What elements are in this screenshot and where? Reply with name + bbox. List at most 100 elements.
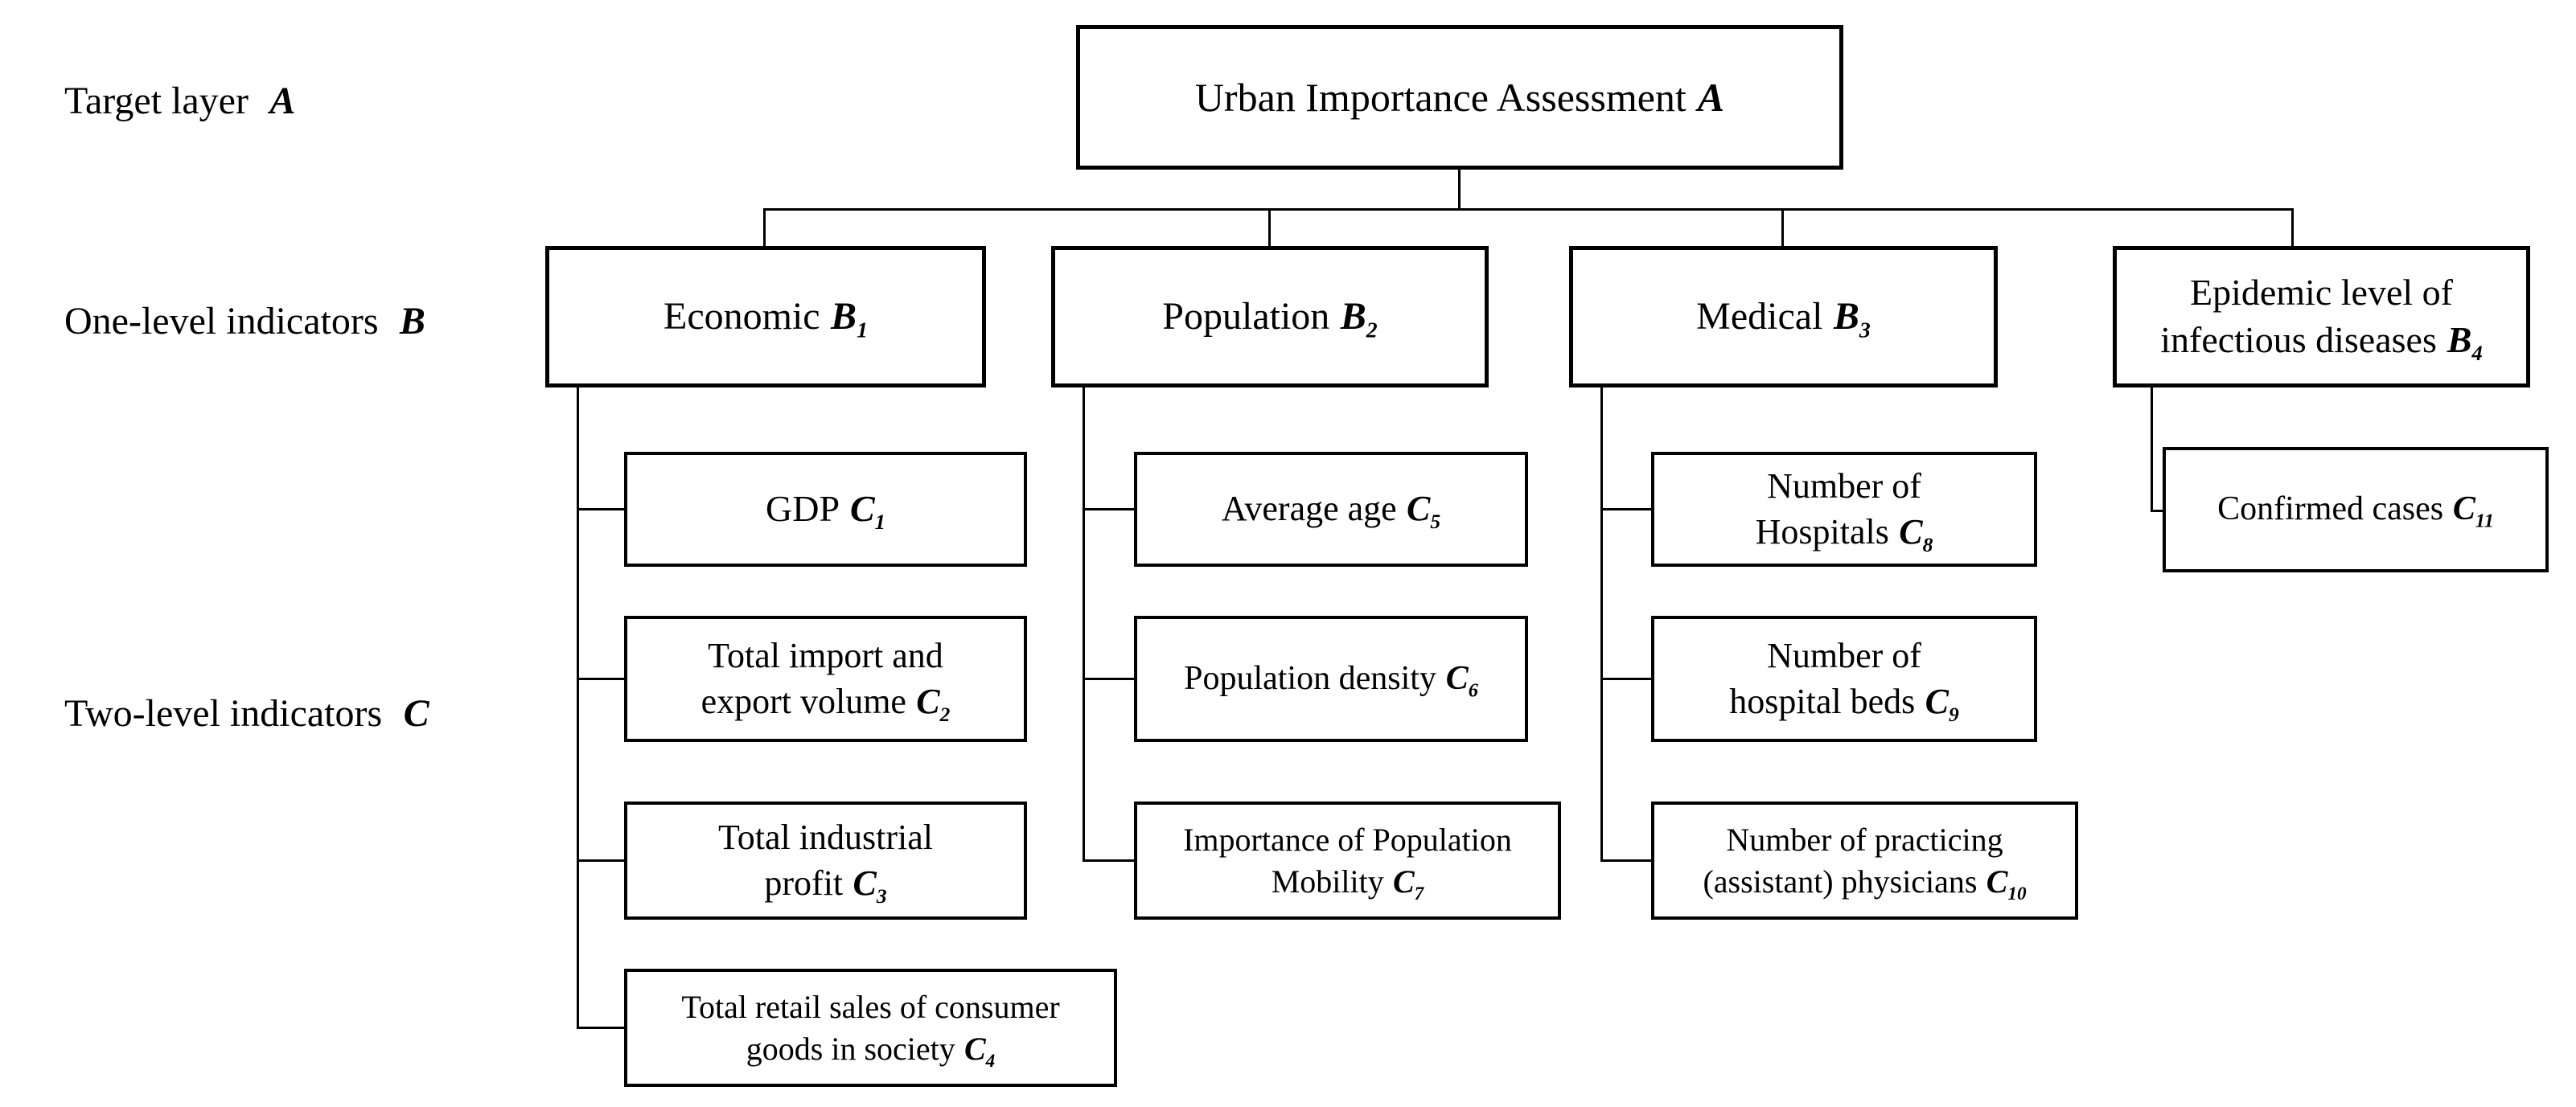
node-c6-text: Population density bbox=[1184, 659, 1436, 697]
connector-a-stem bbox=[1458, 170, 1461, 210]
node-c9-symbol: C9 bbox=[1925, 681, 1959, 726]
connector-stub-c4 bbox=[577, 1027, 627, 1029]
node-c10-symbol: C10 bbox=[1986, 863, 2027, 904]
node-b4-text: Epidemic level of bbox=[2189, 272, 2453, 314]
node-b3-text: Medical bbox=[1696, 295, 1823, 338]
layer-label-target-symbol: A bbox=[269, 80, 296, 122]
node-c5-text: Average age bbox=[1221, 489, 1397, 529]
node-b4-sub: 4 bbox=[2471, 341, 2483, 366]
node-c10: Number of practicing (assistant) physici… bbox=[1651, 802, 2078, 920]
node-c10-text: Number of practicing bbox=[1726, 822, 2003, 859]
layer-label-two-level-symbol: C bbox=[403, 692, 429, 735]
connector-stub-c2 bbox=[577, 678, 627, 680]
layer-label-one-level: One-level indicators B bbox=[64, 299, 425, 343]
node-b1-symbol: B1 bbox=[831, 295, 868, 343]
layer-label-one-level-text: One-level indicators bbox=[64, 300, 379, 342]
node-b2-sub: 2 bbox=[1366, 318, 1378, 343]
connector-stub-c1 bbox=[577, 508, 627, 510]
node-b2-symbol: B2 bbox=[1340, 295, 1378, 343]
connector-stub-c11 bbox=[2151, 510, 2165, 512]
node-c2-text: Total import and bbox=[708, 636, 943, 676]
node-c9-text: Number of bbox=[1767, 636, 1921, 676]
connector-economic-vline bbox=[577, 386, 579, 1029]
connector-stub-c8 bbox=[1600, 508, 1654, 510]
connector-drop-b4 bbox=[2291, 208, 2294, 246]
node-c7-sub: 7 bbox=[1414, 883, 1424, 904]
node-c3-sub: 3 bbox=[876, 884, 887, 908]
layer-label-one-level-symbol: B bbox=[399, 300, 425, 342]
connector-drop-b3 bbox=[1781, 208, 1784, 246]
node-c5-sub: 5 bbox=[1430, 510, 1441, 534]
node-c9-sub: 9 bbox=[1948, 702, 1959, 726]
node-c4-sub: 4 bbox=[985, 1050, 996, 1072]
node-c5-symbol: C5 bbox=[1407, 489, 1441, 534]
node-c4-symbol: C4 bbox=[963, 1030, 996, 1072]
node-b4-symbol: B4 bbox=[2447, 319, 2483, 366]
node-c6-symbol: C6 bbox=[1445, 659, 1478, 702]
node-c11-symbol: C11 bbox=[2452, 490, 2494, 532]
connector-stub-c6 bbox=[1083, 678, 1136, 680]
node-a-text: Urban Importance Assessment bbox=[1194, 75, 1687, 120]
connector-stub-c7 bbox=[1083, 859, 1136, 862]
node-c3-symbol: C3 bbox=[853, 863, 887, 908]
node-b3-sub: 3 bbox=[1859, 318, 1871, 343]
node-c4-text: Total retail sales of consumer bbox=[681, 989, 1060, 1026]
layer-label-target-text: Target layer bbox=[64, 80, 249, 122]
connector-epidemic-vline bbox=[2151, 386, 2153, 512]
node-b1-sub: 1 bbox=[857, 318, 868, 343]
connector-stub-c9 bbox=[1600, 678, 1654, 680]
node-c2-sub: 2 bbox=[939, 702, 951, 726]
connector-drop-b2 bbox=[1268, 208, 1271, 246]
connector-medical-vline bbox=[1600, 386, 1603, 862]
node-c11-text: Confirmed cases bbox=[2217, 490, 2444, 528]
connector-stub-c3 bbox=[577, 859, 627, 862]
node-c10-label: Number of practicing (assistant) physici… bbox=[1703, 822, 2027, 904]
connector-stub-c10 bbox=[1600, 859, 1654, 862]
connector-drop-b1 bbox=[763, 208, 766, 246]
connector-level1-hline bbox=[763, 208, 2294, 211]
node-c4-label: Total retail sales of consumer goods in … bbox=[681, 989, 1060, 1072]
node-c3-text: Total industrial bbox=[718, 818, 933, 858]
node-c2-symbol: C2 bbox=[916, 681, 951, 726]
node-c7-symbol: C7 bbox=[1392, 863, 1424, 904]
node-c1-text: GDP bbox=[766, 488, 840, 530]
node-c7-text: Importance of Population bbox=[1183, 822, 1512, 859]
node-c8-text: Number of bbox=[1767, 466, 1921, 506]
node-c6-sub: 6 bbox=[1468, 679, 1478, 702]
layer-label-two-level: Two-level indicators C bbox=[64, 691, 429, 736]
node-c8-symbol: C8 bbox=[1899, 511, 1933, 556]
node-c1-sub: 1 bbox=[874, 510, 885, 535]
node-c10-sub: 10 bbox=[2007, 883, 2027, 904]
connector-population-vline bbox=[1083, 386, 1085, 862]
node-b2-text: Population bbox=[1162, 295, 1330, 338]
node-c1-symbol: C1 bbox=[849, 488, 885, 535]
layer-label-two-level-text: Two-level indicators bbox=[64, 692, 383, 735]
layer-label-target: Target layer A bbox=[64, 79, 295, 123]
node-c4: Total retail sales of consumer goods in … bbox=[624, 969, 1117, 1087]
node-c8-sub: 8 bbox=[1922, 532, 1933, 556]
